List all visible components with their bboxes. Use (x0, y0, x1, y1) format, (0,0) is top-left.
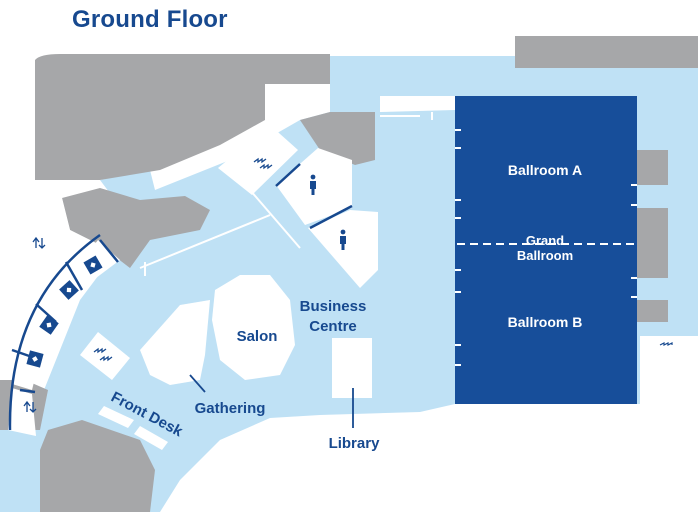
business-centre-label-line2: Centre (309, 318, 357, 335)
library-label: Library (329, 435, 381, 452)
business-centre-label-line1: Business (300, 298, 367, 315)
elevator-icon (39, 315, 59, 335)
ballroom-b-label: Ballroom B (508, 314, 583, 330)
salon-label: Salon (237, 328, 278, 345)
restroom-icon (310, 174, 316, 195)
elevator-icon (83, 255, 103, 275)
stairs-icon (93, 347, 113, 362)
ballroom-a-label: Ballroom A (508, 162, 582, 178)
leader-lines (189, 374, 354, 428)
page-title: Ground Floor (72, 6, 228, 33)
gathering-label: Gathering (195, 400, 266, 417)
grand-ballroom-label-line1: Grand (526, 233, 564, 248)
stairs-icon (23, 400, 37, 413)
wall-lines (8, 163, 353, 431)
stairs-icon (659, 342, 673, 346)
elevator-icon (26, 350, 44, 368)
door-lines (139, 112, 433, 276)
grand-ballroom-label-line2: Ballroom (517, 248, 573, 263)
elevator-icon (59, 280, 79, 300)
stairs-icon (32, 236, 46, 249)
restroom-icon (340, 229, 346, 250)
ballroom-block (455, 96, 637, 404)
stairs-icon (253, 157, 273, 170)
